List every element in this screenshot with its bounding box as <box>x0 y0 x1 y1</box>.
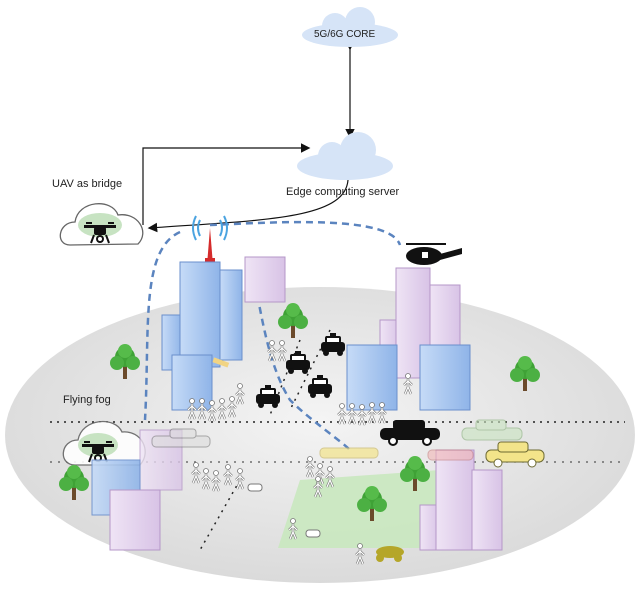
helicopter <box>406 243 462 265</box>
core-cloud-label: 5G/6G CORE <box>314 29 376 40</box>
uav-bridge-cloud <box>59 203 144 246</box>
scooter <box>376 546 404 562</box>
dog <box>247 483 321 538</box>
flying-fog-label: Flying fog <box>63 394 111 406</box>
edge-uav-link <box>147 179 349 233</box>
uav-edge-link <box>142 143 311 225</box>
building-cluster-left <box>161 256 286 411</box>
car-pink <box>427 449 474 461</box>
edge-server-label: Edge computing server <box>286 186 400 198</box>
car-yellow <box>485 441 545 468</box>
uav-small <box>212 357 230 368</box>
car-grey <box>151 428 211 448</box>
building-cluster-right <box>346 267 471 411</box>
edge-cloud <box>297 132 393 180</box>
car-black <box>380 420 440 446</box>
building-cluster-bottom-right <box>419 449 503 551</box>
building-cluster-bottom-left <box>91 429 183 551</box>
car-yellow-faded <box>319 447 379 459</box>
car-green <box>461 419 523 441</box>
core-cloud <box>302 7 398 47</box>
uav-bridge-label: UAV as bridge <box>52 178 123 190</box>
coverage-boundary <box>143 220 402 451</box>
